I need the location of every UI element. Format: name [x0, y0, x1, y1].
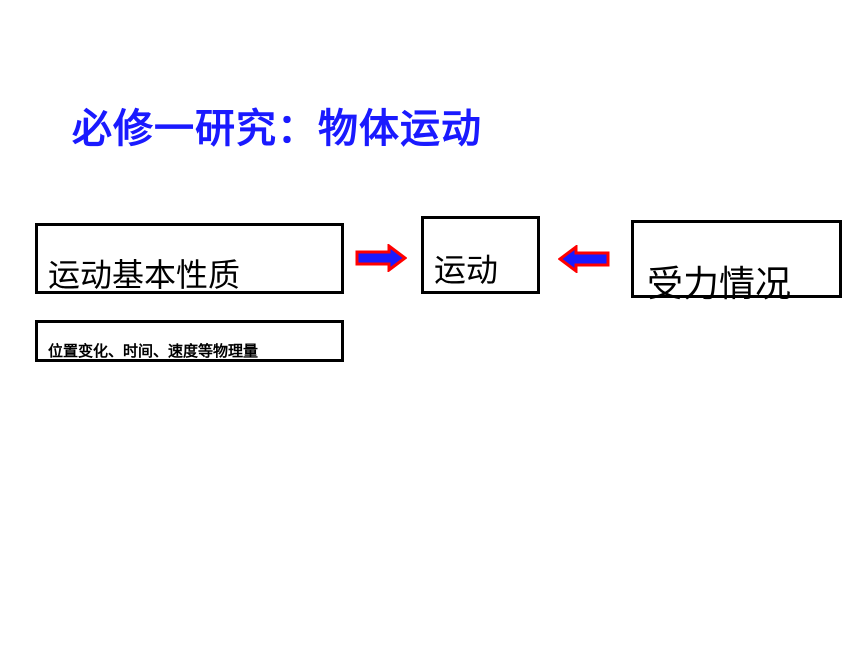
- motion-box: 运动: [421, 216, 540, 294]
- physical-quantities-label: 位置变化、时间、速度等物理量: [48, 342, 259, 360]
- arrow-left-icon: [558, 245, 610, 273]
- basic-properties-label: 运动基本性质: [48, 256, 241, 294]
- basic-properties-box: 运动基本性质: [35, 223, 344, 294]
- force-situation-box: 受力情况: [631, 220, 842, 305]
- force-situation-label: 受力情况: [647, 264, 792, 305]
- slide-title: 必修一研究：物体运动: [72, 106, 482, 152]
- motion-label: 运动: [434, 251, 499, 289]
- physical-quantities-box: 位置变化、时间、速度等物理量: [35, 320, 344, 362]
- arrow-right-icon: [355, 244, 407, 272]
